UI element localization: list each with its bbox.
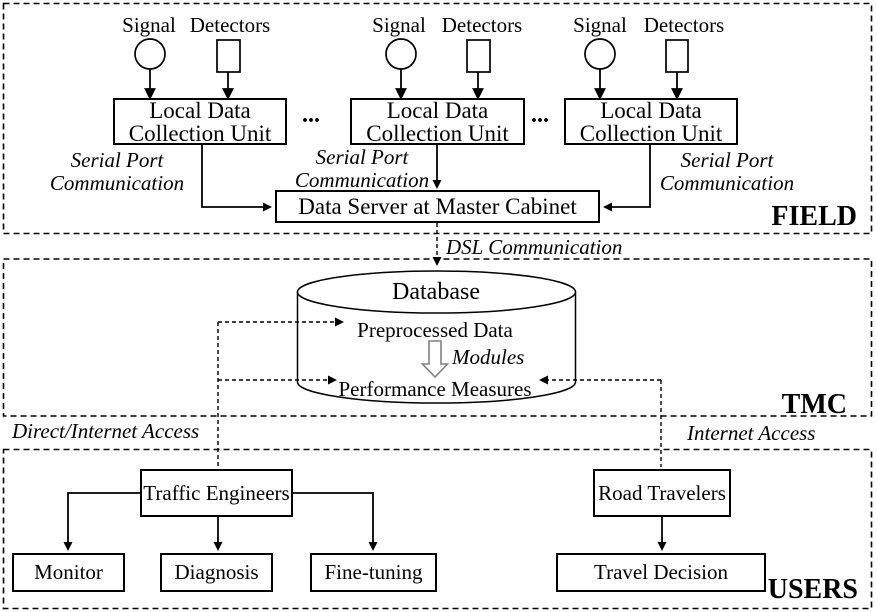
signal-node-icon-3 bbox=[584, 38, 616, 70]
monitor-box: Monitor bbox=[12, 553, 125, 592]
direct-internet-access-label: Direct/Internet Access bbox=[12, 419, 200, 443]
users-section-label: USERS bbox=[767, 574, 858, 605]
modules-label: Modules bbox=[452, 345, 525, 369]
signal-node-icon-2 bbox=[385, 38, 417, 70]
preprocessed-data-label: Preprocessed Data bbox=[357, 318, 513, 342]
signal-label-1: Signal bbox=[122, 13, 176, 37]
internet-access-label: Internet Access bbox=[687, 421, 816, 445]
serial-port-label-3: Serial Port Communication bbox=[659, 148, 795, 195]
detector-node-icon-3 bbox=[665, 39, 689, 73]
diagnosis-box: Diagnosis bbox=[160, 553, 273, 592]
detectors-label-1: Detectors bbox=[189, 13, 271, 37]
sensor-to-unit-arrows bbox=[144, 69, 683, 101]
field-section-label: FIELD bbox=[771, 201, 857, 232]
travel-decision-box: Travel Decision bbox=[556, 553, 766, 592]
signal-label-3: Signal bbox=[573, 13, 627, 37]
detectors-label-2: Detectors bbox=[441, 13, 523, 37]
users-arrows bbox=[63, 492, 667, 551]
dsl-communication-label: DSL Communication bbox=[446, 235, 623, 259]
signal-label-2: Signal bbox=[372, 13, 426, 37]
te-to-monitor-line bbox=[67, 492, 140, 542]
tmc-section-label: TMC bbox=[781, 389, 847, 420]
signal-node-icon-1 bbox=[134, 38, 166, 70]
local-data-collection-unit-box-2: Local Data Collection Unit bbox=[350, 98, 525, 145]
road-travelers-box: Road Travelers bbox=[593, 469, 731, 517]
fine-tuning-box: Fine-tuning bbox=[310, 553, 437, 592]
dashed-connectors bbox=[217, 223, 662, 467]
unit-to-server-arrows bbox=[201, 145, 651, 212]
serial-port-label-1: Serial Port Communication bbox=[49, 148, 185, 195]
detectors-label-3: Detectors bbox=[643, 13, 725, 37]
dashed-connector-arrowheads bbox=[328, 257, 548, 385]
traffic-engineers-box: Traffic Engineers bbox=[140, 469, 293, 517]
ellipsis-1: ... bbox=[302, 102, 320, 128]
ellipsis-2: ... bbox=[531, 102, 549, 128]
modules-down-arrow-icon bbox=[420, 340, 450, 379]
local-data-collection-unit-box-3: Local Data Collection Unit bbox=[564, 98, 738, 145]
database-label: Database bbox=[392, 279, 480, 305]
serial-port-label-2: Serial Port Communication bbox=[294, 145, 430, 192]
local-data-collection-unit-box-1: Local Data Collection Unit bbox=[113, 98, 287, 145]
te-to-finetuning-line bbox=[293, 492, 374, 542]
users-section-border bbox=[2, 448, 873, 610]
data-server-box: Data Server at Master Cabinet bbox=[275, 190, 600, 223]
detector-node-icon-2 bbox=[466, 39, 491, 73]
detector-node-icon-1 bbox=[216, 39, 241, 73]
performance-measures-label: Performance Measures bbox=[338, 377, 532, 401]
